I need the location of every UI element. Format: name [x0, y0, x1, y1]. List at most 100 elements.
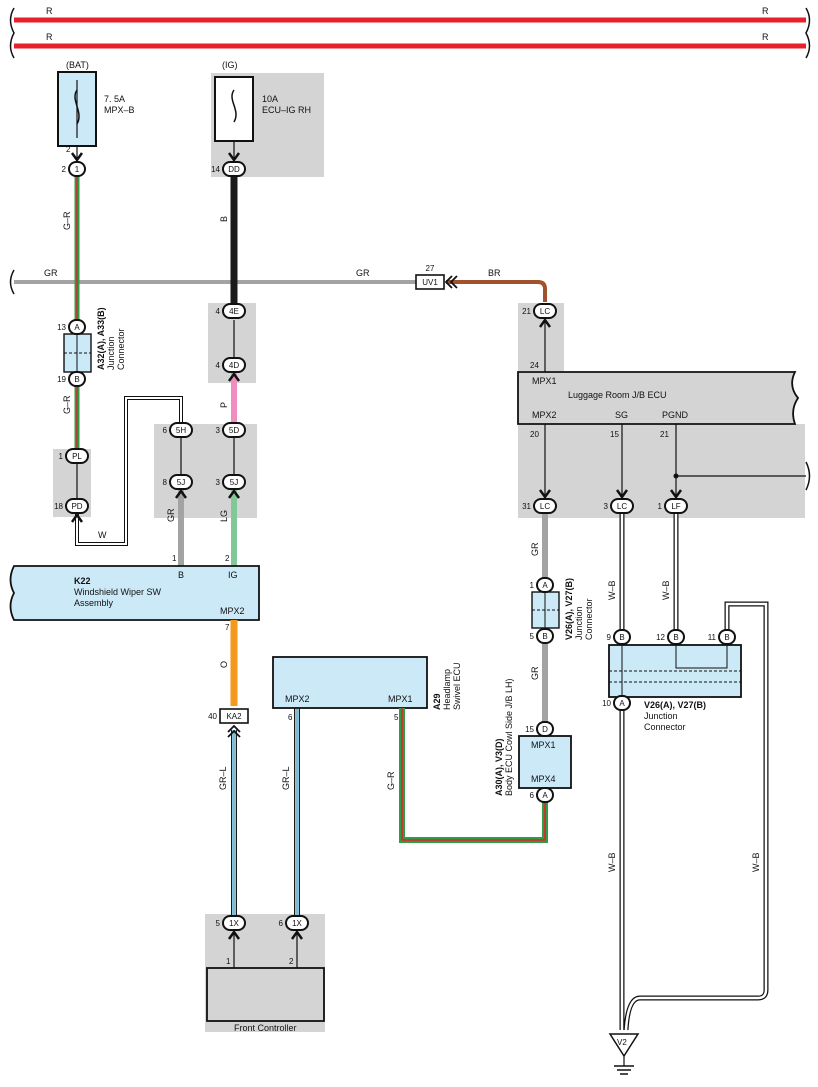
ground-label: V2: [617, 1038, 627, 1047]
b-label: B: [219, 216, 229, 222]
connector-shading: [53, 73, 805, 1032]
w-b-label-2: W–B: [661, 580, 671, 600]
luggage-ecu-pin-20: 20: [530, 430, 539, 439]
connector-d15: D 15: [525, 721, 554, 737]
o-label: O: [219, 661, 229, 668]
bat-fuse-element: [74, 89, 80, 125]
a29-mpx1: MPX1: [388, 694, 413, 704]
k22-pin-ig-label: IG: [228, 570, 238, 580]
connector-pin: 4: [216, 307, 221, 316]
connector-pin: 11: [708, 633, 717, 642]
a29-swivel-ecu: MPX2 MPX1 6 5 A29 Headlamp Swivel ECU: [272, 656, 462, 722]
connector-arrow: [227, 152, 241, 163]
w-wire-core: [76, 397, 182, 545]
bus-label-right-2: R: [762, 32, 769, 42]
connector-label: LC: [617, 502, 627, 511]
k22-name2: Assembly: [74, 598, 114, 608]
bus-break-right: [805, 7, 811, 59]
connector-arrow: [174, 488, 188, 499]
junction-v26-lower: V26(A), V27(B) Junction Connector: [608, 644, 742, 732]
body-ecu-mpx1: MPX1: [531, 740, 556, 750]
connector-oval: [222, 474, 246, 490]
w-b-label-3: W–B: [607, 852, 617, 872]
connector-pin: 40: [208, 712, 217, 721]
g-r-label-3: G–R: [386, 771, 396, 790]
connector-oval: [285, 915, 309, 931]
junction-a32-sub2: Connector: [116, 328, 126, 370]
connector-pin: 1: [59, 452, 64, 461]
gr-label-left: GR: [44, 268, 58, 278]
k22-pin-7: 7: [225, 623, 230, 632]
k22-wiper-switch: K22 Windshield Wiper SW Assembly B IG MP…: [9, 554, 260, 632]
connector-pin: 1: [530, 581, 535, 590]
gr-l-wires: GR–L GR–L: [218, 708, 300, 916]
connector-v26-b: B5: [530, 628, 554, 644]
connector-label: A: [74, 323, 80, 332]
connector-lc-3: LC3: [604, 489, 634, 514]
connector-label: B: [673, 633, 678, 642]
ig-fuse-element: [231, 89, 237, 123]
connector-label: DD: [228, 165, 240, 174]
p-label: P: [219, 402, 229, 408]
connector-a-13: A13: [57, 319, 86, 335]
w-label: W: [98, 530, 107, 540]
connector-oval: [65, 498, 89, 514]
junction-a32-sub1: Junction: [106, 336, 116, 370]
connector-label: 1X: [229, 919, 239, 928]
connector-arrow: [227, 371, 241, 382]
connector-pin: 3: [216, 478, 221, 487]
connector-pin: 6: [530, 791, 535, 800]
connector-oval: [718, 629, 736, 645]
luggage-ecu-mpx1: MPX1: [532, 376, 557, 386]
gr-lc-label: GR: [530, 542, 540, 556]
bat-fuse-rating: 7. 5A: [104, 94, 125, 104]
gr-l-label-2: GR–L: [281, 766, 291, 790]
connector-arrow: [538, 317, 552, 328]
k22-box: [9, 565, 260, 621]
bat-source-label: (BAT): [66, 60, 89, 70]
w-b-label-1: W–B: [607, 580, 617, 600]
connector-arrow: [538, 489, 552, 500]
connector-oval: [533, 303, 557, 319]
body-ecu: MPX1 MPX4 A30(A), V3(D) Body ECU Cowl Si…: [494, 678, 572, 796]
pgnd-junction-dot: [673, 473, 679, 479]
lg-label: LG: [219, 510, 229, 522]
gr-b-label: GR: [166, 508, 176, 522]
connector-pl: PL1: [59, 448, 89, 464]
connector-pin: 15: [525, 725, 534, 734]
connector-oval: [664, 498, 688, 514]
connector-oval: [222, 915, 246, 931]
a29-name1: Headlamp: [442, 669, 452, 710]
connector-pin: 8: [163, 478, 168, 487]
gr-v26-label: GR: [530, 666, 540, 680]
junction-a32: A32(A), A33(B) Junction Connector: [63, 307, 126, 373]
ig-fuse-box: [214, 76, 254, 142]
connector-arrow: [615, 489, 629, 500]
connector-label: A: [542, 581, 548, 590]
connector-oval: [222, 422, 246, 438]
connector-arrow: [227, 929, 241, 940]
connector-label: D: [542, 725, 548, 734]
connector-label: 5J: [177, 478, 185, 487]
g-r-wire-left: G–R G–R: [62, 146, 80, 498]
connector-pin: 3: [216, 426, 221, 435]
k22-pin-1: 1: [172, 554, 177, 563]
junction-v26-lower-title: V26(A), V27(B): [644, 700, 706, 710]
k22-pin-mpx2-label: MPX2: [220, 606, 245, 616]
luggage-ecu-name: Luggage Room J/B ECU: [568, 390, 667, 400]
connector-a6: A6: [530, 787, 554, 803]
connector-j5a: 5J 8: [163, 474, 193, 499]
body-ecu-name: Body ECU Cowl Side J/B LH): [504, 678, 514, 796]
connector-oval: [610, 498, 634, 514]
br-wire: [446, 280, 547, 302]
connector-pin: 10: [602, 699, 611, 708]
connector-oval: [169, 474, 193, 490]
connector-arrow: [227, 724, 241, 738]
connector-label: 5J: [230, 478, 238, 487]
connector-lf-1: LF1: [658, 489, 688, 514]
